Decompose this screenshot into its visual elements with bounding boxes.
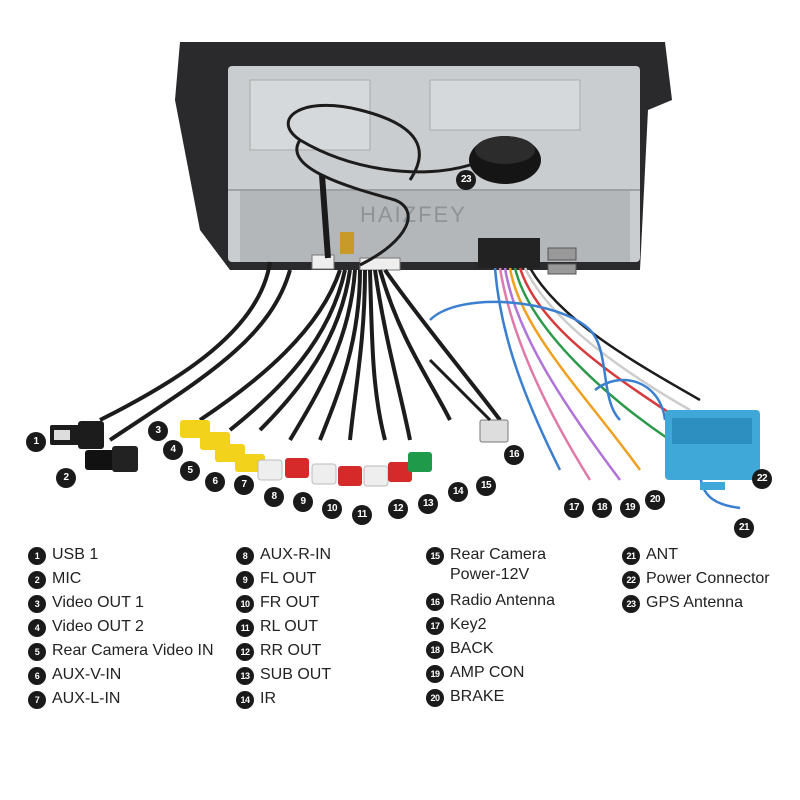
callout-13: 13 — [418, 494, 438, 514]
callout-7: 7 — [234, 475, 254, 495]
callout-3: 3 — [148, 421, 168, 441]
usb-cable — [50, 421, 104, 449]
callout-5: 5 — [180, 461, 200, 481]
rca-connectors — [180, 420, 432, 487]
callout-10: 10 — [322, 499, 342, 519]
callout-2: 2 — [56, 468, 76, 488]
callout-16: 16 — [504, 445, 524, 465]
callout-18: 18 — [592, 498, 612, 518]
callout-17: 17 — [564, 498, 584, 518]
callout-20: 20 — [645, 490, 665, 510]
callout-9: 9 — [293, 492, 313, 512]
callout-21: 21 — [734, 518, 754, 538]
power-connector — [665, 410, 760, 490]
callout-1: 1 — [26, 432, 46, 452]
callout-22: 22 — [752, 469, 772, 489]
cable-bundle — [99, 261, 502, 442]
callout-6: 6 — [205, 472, 225, 492]
callout-14: 14 — [448, 482, 468, 502]
callout-12: 12 — [388, 499, 408, 519]
head-unit-photo: HAIZFEY — [50, 42, 760, 510]
callout-4: 4 — [163, 440, 183, 460]
callout-15: 15 — [476, 476, 496, 496]
callout-11: 11 — [352, 505, 372, 525]
radio-antenna-plug — [479, 419, 509, 443]
gps-antenna — [286, 104, 541, 267]
watermark: HAIZFEY — [360, 202, 467, 227]
callout-8: 8 — [264, 487, 284, 507]
callout-23: 23 — [456, 170, 476, 190]
mic-cable — [85, 446, 138, 472]
callout-19: 19 — [620, 498, 640, 518]
wire-harness — [429, 267, 741, 510]
